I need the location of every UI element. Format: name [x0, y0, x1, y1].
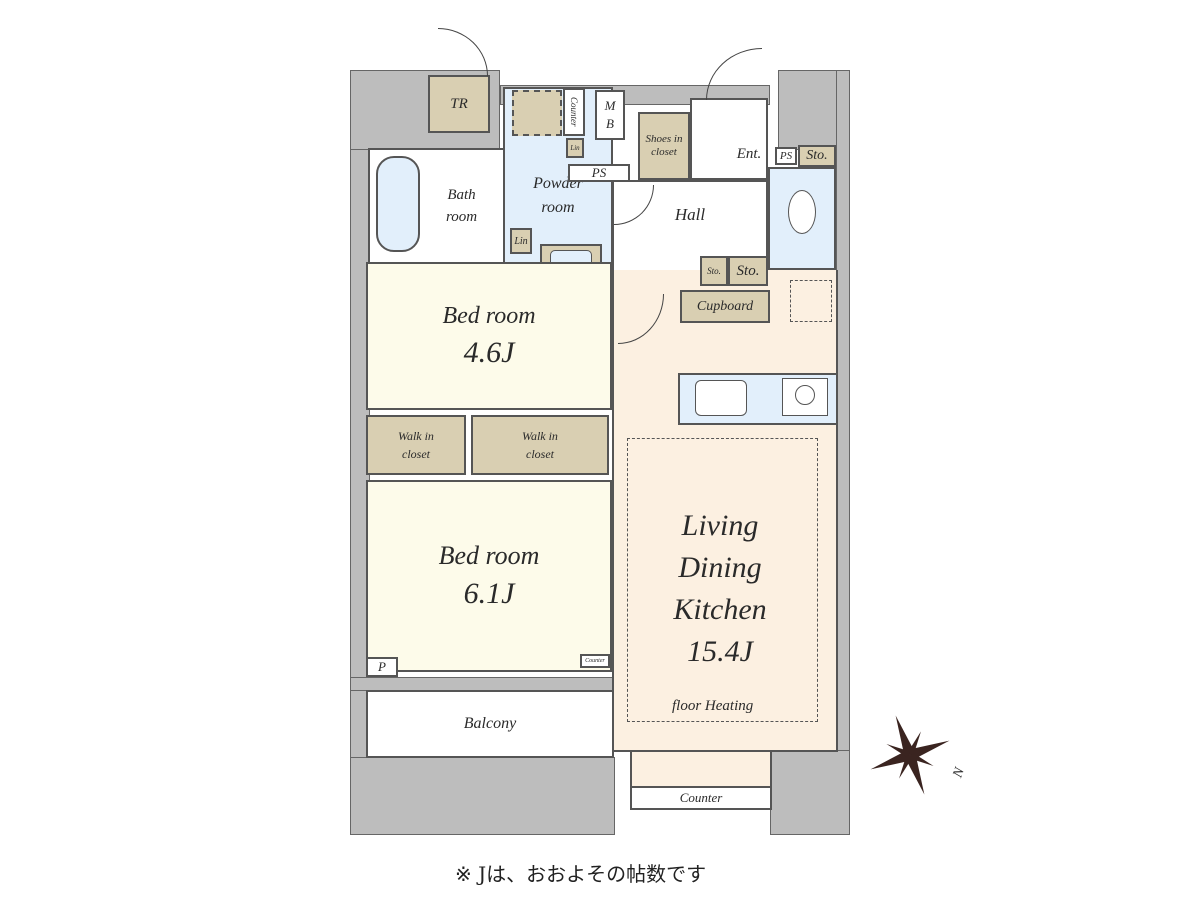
toilet-icon	[788, 190, 816, 234]
walk-in-closet-2: Walk in closet	[471, 415, 609, 475]
bathtub-icon	[376, 156, 420, 252]
outer-wall-bottom-right	[770, 750, 850, 835]
ldk-label: Living Dining Kitchen 15.4J	[673, 509, 767, 668]
counter-small: Counter	[580, 654, 610, 668]
shoes-closet: Shoes in closet	[638, 112, 690, 180]
sink-icon	[695, 380, 747, 416]
linen-closet-2: Lin	[510, 228, 532, 254]
linen-closet-1: Lin	[566, 138, 584, 158]
outer-wall-bottom-left	[350, 757, 615, 835]
compass-icon	[870, 715, 950, 795]
footnote: ※ Jは、おおよその帖数です	[455, 862, 707, 886]
walk-in-closet-1: Walk in closet	[366, 415, 466, 475]
meter-box: M B	[595, 90, 625, 140]
pipe-space-2: PS	[775, 147, 797, 165]
entrance-door[interactable]	[706, 48, 762, 100]
counter-bottom: Counter	[630, 786, 772, 810]
ldk-dashed-area	[627, 438, 818, 722]
living-dining-kitchen	[612, 270, 838, 752]
washer-pan-icon	[512, 90, 562, 136]
stove-icon	[782, 378, 828, 416]
storage-small: Sto.	[700, 256, 728, 286]
floor-heating-label: floor Heating	[672, 698, 754, 714]
tr-door[interactable]	[438, 28, 488, 76]
entrance: Ent.	[690, 98, 768, 180]
fridge-space	[790, 280, 832, 322]
storage-1: Sto.	[798, 145, 836, 167]
outer-wall-right	[836, 70, 850, 835]
pipe-space-1: PS	[568, 164, 630, 182]
pipe-shaft-p: P	[366, 657, 398, 677]
storage-2: Sto.	[728, 256, 768, 286]
counter-top: Counter	[563, 88, 585, 136]
balcony: Balcony	[366, 690, 614, 758]
balcony-wall	[350, 677, 625, 691]
cupboard: Cupboard	[680, 290, 770, 323]
trunk-room: TR	[428, 75, 490, 133]
